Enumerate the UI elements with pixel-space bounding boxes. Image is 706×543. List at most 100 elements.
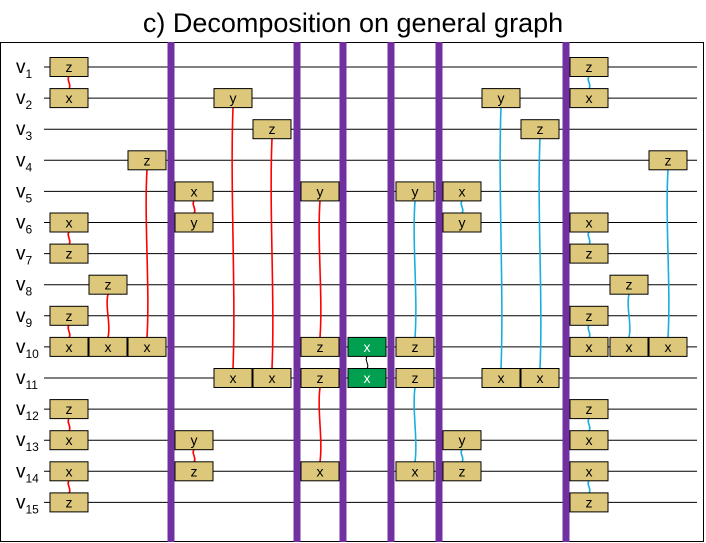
gate-box: [569, 305, 609, 326]
red-link: [67, 480, 71, 494]
vertex-label: v1: [16, 57, 33, 81]
gate-box: [442, 461, 482, 482]
blue-link: [587, 418, 591, 432]
blue-link: [627, 294, 631, 338]
gate-label: y: [459, 215, 466, 231]
gate-label: z: [537, 121, 544, 137]
gate-box: [49, 399, 89, 420]
vertex-label-subscript: 8: [26, 285, 33, 299]
gate-label: x: [317, 463, 324, 479]
vertex-label: v13: [16, 430, 39, 454]
gate-box: [300, 461, 340, 482]
gate-box: [174, 181, 214, 202]
red-link: [318, 200, 322, 338]
vertex-label-base: v: [16, 244, 26, 265]
vertex-label: v6: [16, 213, 33, 237]
gate-label: x: [586, 432, 593, 448]
vertex-label: v2: [16, 88, 33, 112]
gate-box: [49, 57, 89, 77]
vertex-label-base: v: [16, 181, 26, 202]
gate-box-green: [347, 368, 387, 388]
vertex-label-subscript: 7: [26, 254, 33, 268]
vertex-label: v3: [16, 119, 33, 143]
blue-link: [666, 169, 670, 338]
gate-box: [49, 305, 89, 326]
gate-label: x: [459, 183, 466, 199]
gate-box: [49, 492, 89, 513]
gate-label: z: [66, 308, 73, 324]
gate-box: [213, 368, 253, 388]
gate-label: y: [498, 90, 505, 106]
gate-label: z: [412, 370, 419, 386]
gate-label: z: [317, 339, 324, 355]
gate-box: [49, 430, 89, 451]
vertex-label: v5: [16, 181, 33, 205]
black-link: [365, 356, 369, 369]
stage-separator: [435, 42, 443, 542]
vertex-label-subscript: 5: [26, 191, 33, 205]
gate-box: [252, 368, 292, 388]
red-link: [67, 231, 71, 245]
gate-box: [395, 368, 435, 388]
gate-label: x: [144, 339, 151, 355]
gate-box: [442, 430, 482, 451]
vertex-label-subscript: 14: [26, 471, 40, 485]
gate-label: x: [269, 370, 276, 386]
gate-label: y: [191, 215, 198, 231]
gate-box: [569, 492, 609, 513]
gate-label: y: [459, 432, 466, 448]
vertex-label-subscript: 13: [26, 440, 40, 454]
red-link: [231, 107, 235, 369]
gate-label: z: [665, 152, 672, 168]
vertex-label-base: v: [16, 337, 26, 358]
gate-box: [300, 336, 340, 357]
gate-label: x: [66, 90, 73, 106]
gate-label: x: [66, 432, 73, 448]
gate-label: z: [105, 277, 112, 293]
stage-separator: [562, 42, 570, 542]
vertex-label-subscript: 3: [26, 129, 33, 143]
gate-label: z: [586, 308, 593, 324]
gate-box: [127, 336, 167, 357]
vertex-label-base: v: [16, 275, 26, 296]
blue-link: [538, 138, 542, 369]
gate-box: [174, 430, 214, 451]
gate-box: [520, 368, 560, 388]
gate-label: x: [105, 339, 112, 355]
vertex-label-base: v: [16, 492, 26, 513]
gate-label: x: [412, 463, 419, 479]
blue-link: [499, 107, 503, 369]
gate-box: [88, 274, 128, 295]
gate-box: [569, 430, 609, 451]
gate-label: z: [586, 494, 593, 510]
vertex-label-base: v: [16, 150, 26, 171]
gate-label: x: [364, 339, 371, 355]
gate-box: [49, 243, 89, 264]
vertex-label: v10: [16, 337, 39, 361]
gate-box: [88, 336, 128, 357]
blue-link: [587, 480, 591, 494]
red-link: [67, 324, 71, 338]
gate-box: [569, 399, 609, 420]
vertex-label-subscript: 9: [26, 316, 33, 330]
gate-label: x: [626, 339, 633, 355]
vertex-label-base: v: [16, 399, 26, 420]
gate-label: x: [230, 370, 237, 386]
gate-label: x: [537, 370, 544, 386]
gate-box: [395, 336, 435, 357]
gate-label: x: [586, 463, 593, 479]
gate-label: x: [66, 463, 73, 479]
vertex-label-subscript: 2: [26, 98, 33, 112]
red-link: [67, 75, 71, 90]
gate-label: x: [498, 370, 505, 386]
gate-label: z: [586, 246, 593, 262]
red-link: [192, 449, 196, 463]
gate-label: z: [66, 494, 73, 510]
gate-box: [395, 461, 435, 482]
gate-box: [569, 57, 609, 77]
gate-box: [49, 88, 89, 109]
gate-label: z: [269, 121, 276, 137]
stage-separator: [339, 42, 347, 542]
vertex-label: v11: [16, 368, 38, 392]
